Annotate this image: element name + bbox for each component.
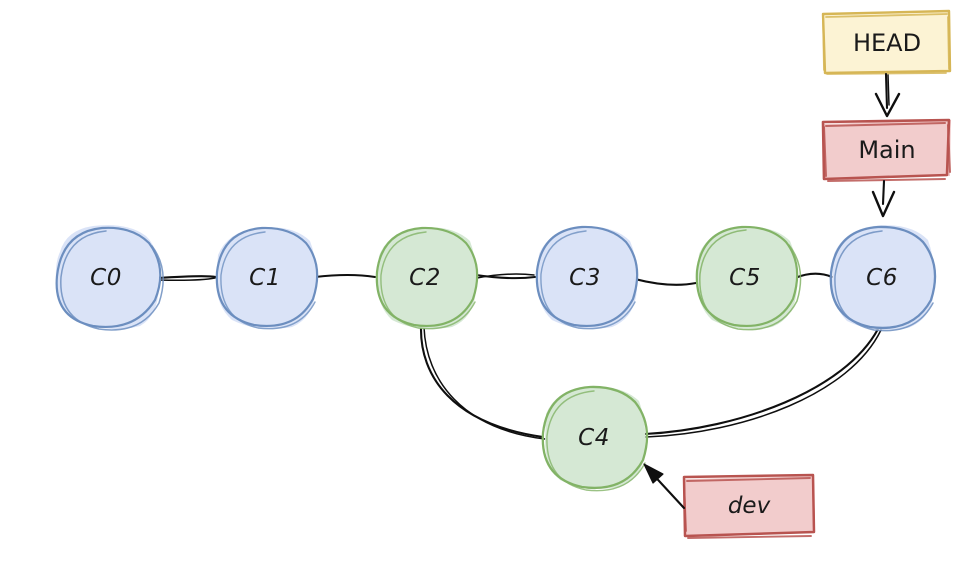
ref-box-head-label: HEAD (853, 29, 921, 57)
edge-c2-c3 (474, 273, 537, 280)
pointers-layer (643, 72, 901, 510)
ref-box-main-label: Main (858, 136, 915, 164)
pointer-main-to-c6 (871, 179, 896, 218)
commit-node-c2-outline-a (375, 226, 479, 327)
commit-node-c3[interactable]: C3 (535, 225, 639, 330)
commit-node-c1-outline-b (220, 231, 316, 330)
commit-node-c6-outline-a (829, 225, 937, 330)
edge-c2-c4 (419, 325, 546, 440)
ref-box-main[interactable]: Main (821, 118, 951, 182)
ref-box-dev-fill (685, 476, 815, 537)
pointer-head-to-main (874, 72, 901, 118)
commit-node-c5-outline-a (695, 225, 799, 327)
commit-node-c0-fill (55, 225, 160, 330)
commit-node-c3-fill (537, 226, 638, 329)
commit-node-c5-outline-b (699, 229, 802, 331)
edge-c1-c2 (313, 273, 377, 279)
commit-node-c0[interactable]: C0 (55, 225, 164, 331)
commit-node-c6-fill (832, 225, 935, 330)
edge-c0-c1 (156, 275, 218, 281)
ref-box-head-fill (823, 11, 951, 73)
ref-box-dev[interactable]: dev (682, 473, 816, 539)
commit-node-c0-label: C0 (90, 265, 122, 291)
commit-node-c2-outline-b (380, 231, 476, 330)
ref-box-main-outline-a (821, 118, 951, 181)
commit-node-c4-fill (545, 386, 646, 489)
edge-c4-c6 (643, 327, 882, 438)
commit-node-c3-label: C3 (569, 265, 601, 291)
commit-node-c0-outline-a (55, 226, 162, 328)
ref-box-dev-outline-b (683, 477, 815, 539)
edge-c3-c5 (633, 277, 698, 286)
edge-c5-c6 (793, 272, 834, 280)
commit-node-c4-outline-a (541, 385, 649, 490)
pointer-dev-to-c4 (643, 463, 686, 510)
commit-node-c2-label: C2 (409, 265, 441, 291)
commit-node-c1-label: C1 (249, 265, 281, 291)
commit-node-c4-outline-b (546, 390, 646, 492)
commit-nodes-layer: C0 C1 C2 C3 (55, 225, 937, 492)
commit-node-c5[interactable]: C5 (695, 225, 802, 331)
commit-node-c1[interactable]: C1 (215, 226, 319, 330)
commit-node-c4-label: C4 (578, 425, 610, 451)
commit-node-c2[interactable]: C2 (375, 226, 479, 330)
commit-node-c3-outline-b (540, 230, 636, 330)
commit-node-c5-label: C5 (729, 265, 761, 291)
commit-node-c2-fill (377, 227, 477, 329)
commit-node-c6[interactable]: C6 (829, 225, 937, 332)
commit-node-c6-label: C6 (866, 265, 898, 291)
commit-node-c6-outline-b (834, 230, 934, 332)
ref-box-head-outline-b (822, 13, 950, 75)
ref-box-main-outline-b (823, 122, 951, 182)
ref-box-head[interactable]: HEAD (821, 9, 952, 75)
ref-labels-layer: HEAD Main dev (682, 9, 952, 539)
ref-box-dev-label: dev (728, 493, 771, 519)
commit-node-c1-outline-a (215, 226, 319, 327)
ref-box-main-fill (824, 120, 951, 180)
commit-node-c5-fill (697, 226, 798, 329)
commit-node-c4[interactable]: C4 (541, 385, 649, 492)
edges-layer (156, 272, 882, 440)
commit-node-c1-fill (216, 227, 317, 329)
commit-node-c0-outline-b (60, 230, 164, 331)
commit-node-c3-outline-a (535, 225, 639, 327)
